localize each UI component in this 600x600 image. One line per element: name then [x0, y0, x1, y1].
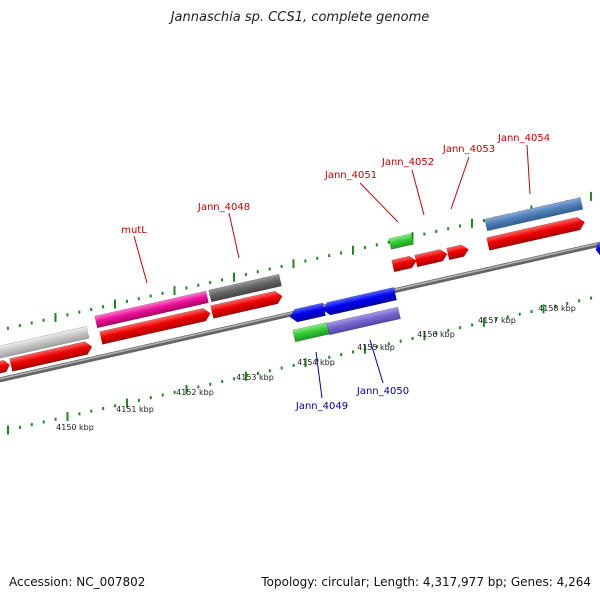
leader-jann-4053 — [450, 156, 470, 210]
leader-jann-4052 — [411, 169, 425, 216]
cds-red-jann-4054[interactable] — [486, 216, 586, 251]
cds-blue-jann-4049[interactable] — [289, 302, 326, 323]
ruler-label-4150: 4150 kbp — [56, 423, 94, 432]
ruler-label-4155: 4155 kbp — [357, 343, 395, 352]
leader-jann-4054 — [526, 144, 531, 195]
ruler-label-4151: 4151 kbp — [116, 405, 154, 414]
ruler-label-4152: 4152 kbp — [176, 388, 214, 397]
ruler-labels: 4150 kbp 4151 kbp 4152 kbp 4153 kbp 4154… — [56, 304, 576, 432]
ruler-label-4154: 4154 kbp — [297, 358, 335, 367]
page-title: Jannaschia sp. CCS1, complete genome — [170, 10, 430, 25]
green-block-4051[interactable] — [388, 233, 415, 250]
cds-blue-edge[interactable] — [595, 242, 600, 256]
gene-label-jann-4054[interactable]: Jann_4054 — [497, 133, 550, 144]
gene-label-jann-4053[interactable]: Jann_4053 — [442, 144, 495, 155]
ruler-label-4157: 4157 kbp — [478, 316, 516, 325]
light-gray-block[interactable] — [0, 326, 90, 360]
ruler-label-4158: 4158 kbp — [538, 304, 576, 313]
leader-jann-4048 — [228, 212, 240, 259]
cds-red-jann-4051[interactable] — [391, 255, 418, 273]
label-leaders — [133, 144, 531, 399]
gene-labels: mutL Jann_4048 Jann_4051 Jann_4052 Jann_… — [121, 133, 550, 412]
genome-stats-text: Topology: circular; Length: 4,317,977 bp… — [261, 575, 591, 589]
cds-red-jann-4048[interactable] — [210, 290, 284, 319]
leader-jann-4049 — [315, 351, 323, 399]
ruler-label-4156: 4156 kbp — [417, 330, 455, 339]
accession-text: Accession: NC_007802 — [9, 575, 146, 589]
cds-red-jann-4052[interactable] — [414, 248, 449, 268]
leader-jann-4050 — [369, 339, 384, 384]
mutl-pink-block[interactable] — [94, 290, 209, 329]
cds-red-mutl[interactable] — [99, 307, 212, 345]
gene-label-jann-4052[interactable]: Jann_4052 — [381, 157, 434, 168]
cds-red-jann-4053[interactable] — [446, 244, 470, 261]
gene-label-jann-4051[interactable]: Jann_4051 — [324, 170, 377, 181]
cds-red-2[interactable] — [9, 340, 94, 372]
cds-blue-jann-4050[interactable] — [322, 286, 397, 316]
steel-blue-block-4054[interactable] — [484, 197, 584, 232]
leader-mutl — [133, 235, 148, 284]
gene-label-jann-4050[interactable]: Jann_4050 — [356, 386, 409, 397]
purple-block-4050[interactable] — [326, 306, 401, 336]
gene-label-mutl[interactable]: mutL — [121, 225, 147, 236]
dark-gray-block[interactable] — [208, 273, 282, 303]
ruler-label-4153: 4153 kbp — [236, 373, 274, 382]
cds-red-1[interactable] — [0, 359, 11, 375]
leader-jann-4051 — [359, 182, 399, 223]
green-block-4049[interactable] — [292, 322, 330, 343]
gene-label-jann-4049[interactable]: Jann_4049 — [295, 401, 348, 412]
gene-label-jann-4048[interactable]: Jann_4048 — [197, 202, 250, 213]
reverse-tick-track — [7, 296, 593, 435]
